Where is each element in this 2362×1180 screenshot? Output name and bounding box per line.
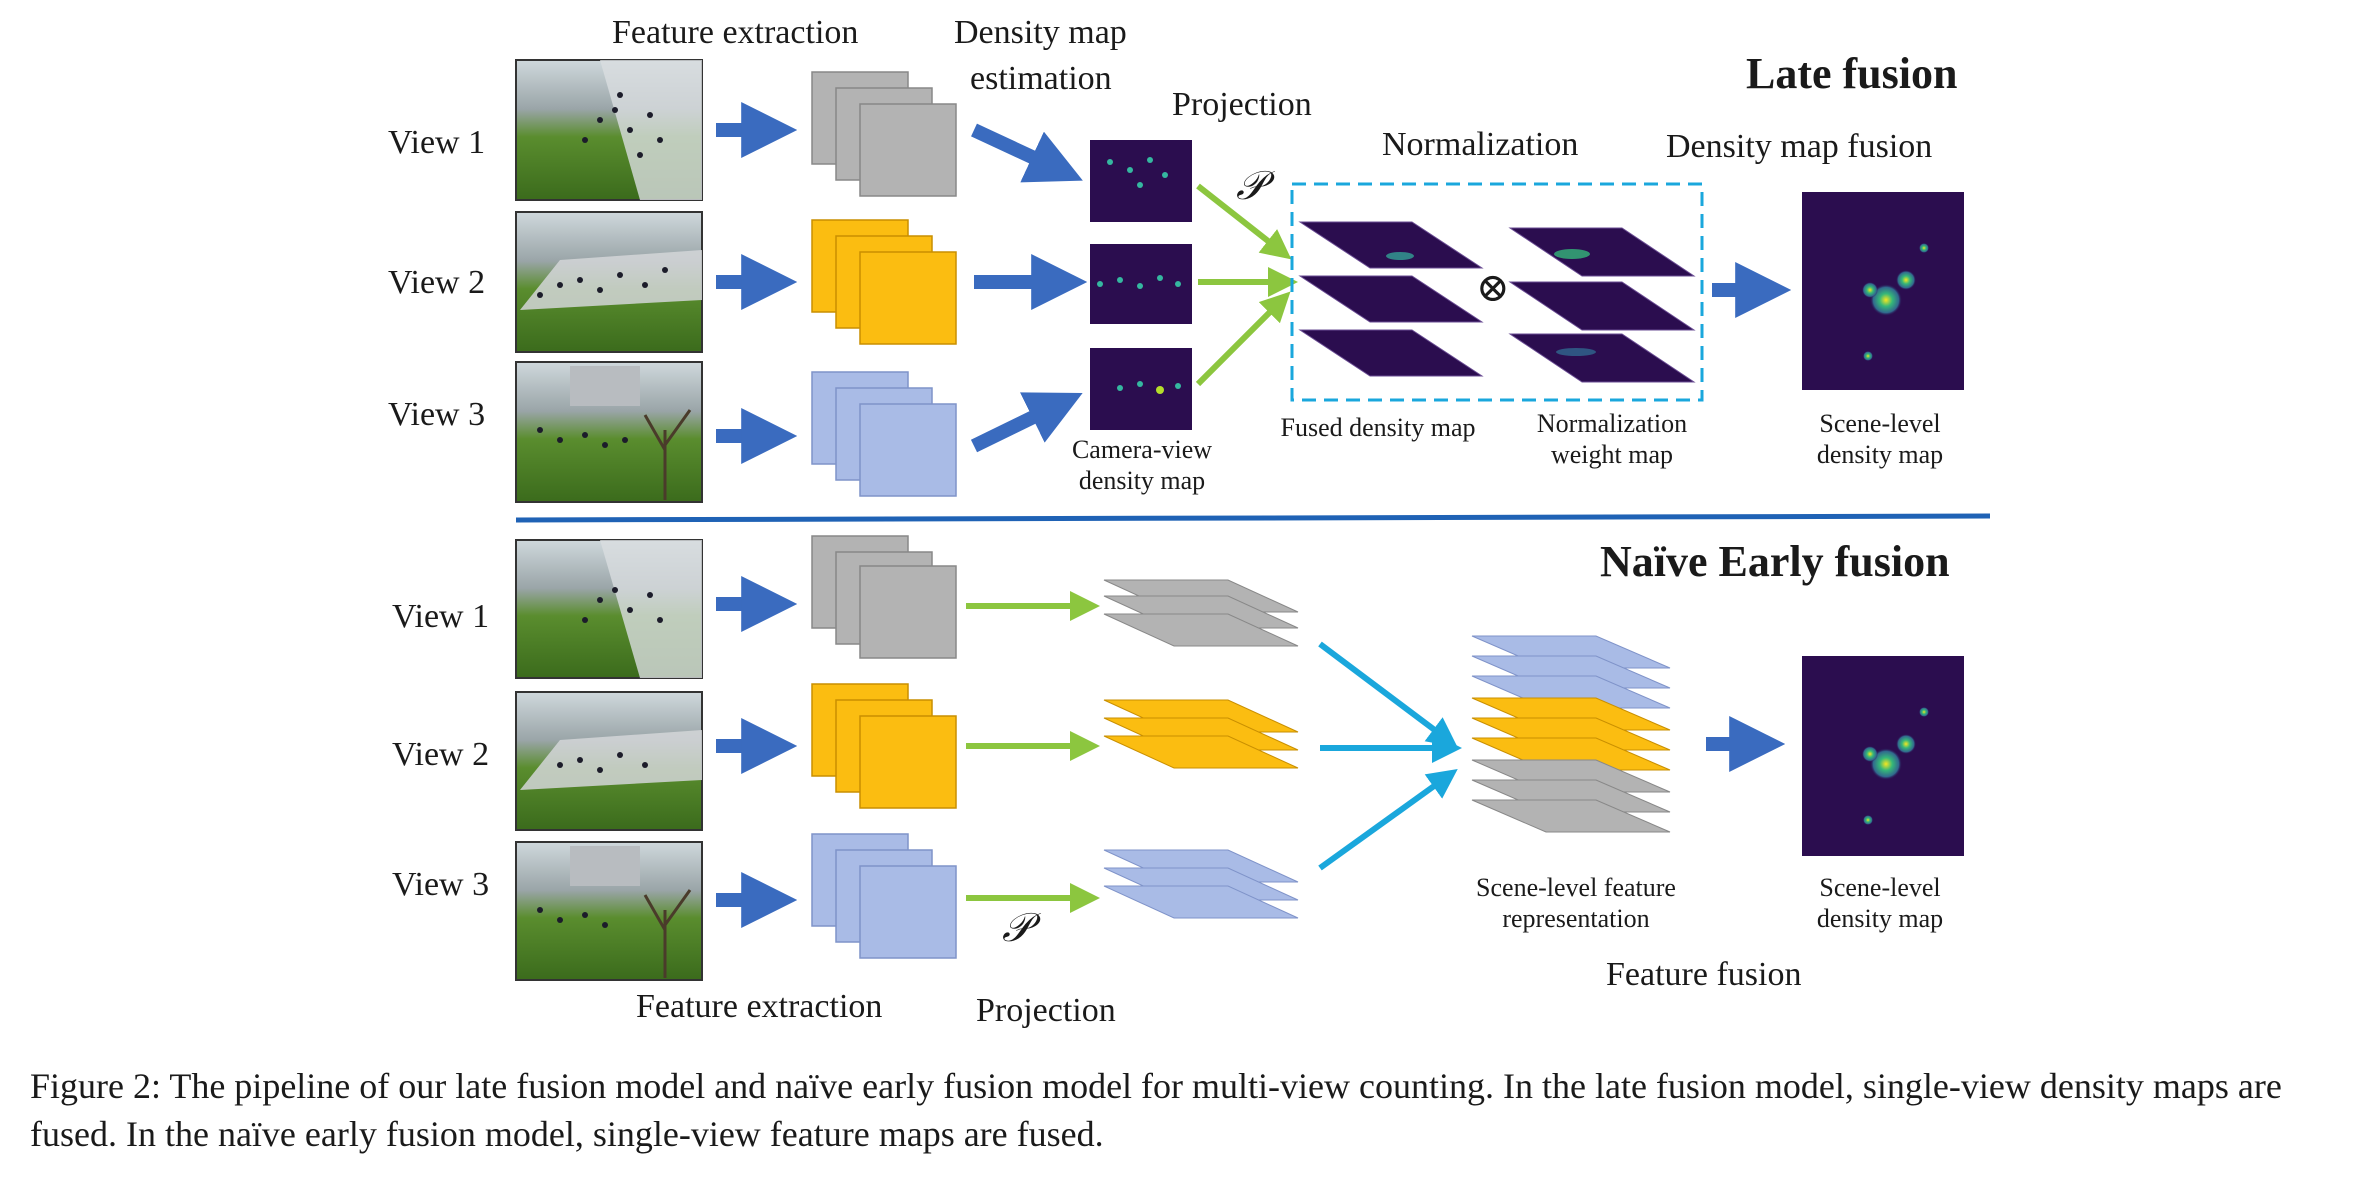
- late-view-1-photo: [515, 59, 703, 201]
- late-view-1-label: View 1: [388, 124, 486, 161]
- late-view-2-photo: [515, 211, 703, 353]
- fused-density-map: [1298, 221, 1484, 377]
- scene-level-feature-stack: [1471, 635, 1671, 833]
- normalization-label: Normalization: [1382, 126, 1579, 163]
- late-projection-symbol: 𝒫: [1236, 163, 1265, 208]
- scene-level-feature-label: Scene-level feature representation: [1436, 872, 1716, 934]
- camera-view-density-label-line-2: density map: [1078, 466, 1206, 496]
- early-fusion-title: Naïve Early fusion: [1600, 537, 1950, 586]
- early-view-2-label: View 2: [392, 736, 490, 773]
- early-view-3-photo: [515, 841, 703, 981]
- early-view-1-photo: [515, 539, 703, 679]
- late-scene-level-label-line-2: density map: [1816, 440, 1944, 470]
- normalization-weight-map-label: Normalization weight map: [1512, 408, 1712, 470]
- late-feature-stack-1: [811, 71, 957, 197]
- section-separator: [515, 513, 1991, 523]
- early-scene-level-label-line-2: density map: [1816, 904, 1944, 934]
- early-projection-label: Projection: [976, 992, 1116, 1029]
- early-feature-extraction-label: Feature extraction: [636, 988, 883, 1025]
- density-map-fusion-label: Density map fusion: [1666, 128, 1933, 165]
- early-feature-stack-1: [811, 535, 957, 659]
- camera-view-density-map-3: [1090, 348, 1192, 430]
- feature-fusion-label: Feature fusion: [1606, 956, 1802, 993]
- camera-view-density-map-1: [1090, 140, 1192, 222]
- late-projection-arrow-3: [1195, 291, 1291, 387]
- early-projection-symbol: 𝒫: [1002, 905, 1031, 950]
- normalization-weight-map-label-line-2: weight map: [1550, 440, 1674, 470]
- late-fusion-title: Late fusion: [1746, 49, 1958, 98]
- multiply-symbol: ⊗: [1476, 265, 1510, 310]
- early-fusion-arrow-3: [1318, 768, 1458, 871]
- late-arrow-density-1: [971, 123, 1083, 183]
- early-view-2-photo: [515, 691, 703, 831]
- camera-view-density-label-line-1: Camera-view: [1071, 435, 1213, 464]
- early-view-1-label: View 1: [392, 598, 490, 635]
- normalization-weight-map-label-line-1: Normalization: [1536, 409, 1688, 438]
- late-scene-level-label: Scene-level density map: [1780, 408, 1980, 470]
- early-feature-stack-2: [811, 683, 957, 809]
- normalization-box: [1290, 182, 1704, 402]
- early-scene-level-density-map: [1802, 656, 1964, 856]
- late-projection-arrow-1: [1196, 183, 1292, 260]
- figure-caption: Figure 2: The pipeline of our late fusio…: [30, 1066, 2282, 1154]
- density-map-estimation-label-2: estimation: [970, 60, 1112, 97]
- late-feature-stack-2: [811, 219, 957, 345]
- camera-view-density-map-2: [1090, 244, 1192, 324]
- late-scene-level-label-line-1: Scene-level: [1819, 409, 1941, 438]
- camera-view-density-label: Camera-view density map: [1052, 434, 1232, 496]
- scene-level-feature-label-line-1: Scene-level feature: [1476, 873, 1676, 902]
- normalization-weight-map: [1508, 227, 1696, 383]
- density-map-estimation-label-1: Density map: [954, 14, 1127, 51]
- projected-features-3: [1103, 849, 1299, 919]
- early-fusion-arrow-1: [1318, 641, 1458, 748]
- late-view-3-label: View 3: [388, 396, 486, 433]
- late-feature-stack-3: [811, 371, 957, 497]
- early-scene-level-label: Scene-level density map: [1780, 872, 1980, 934]
- late-projection-label: Projection: [1172, 86, 1312, 123]
- late-arrow-density-3: [970, 392, 1083, 453]
- projected-features-1: [1103, 579, 1299, 647]
- late-scene-level-density-map: [1802, 192, 1964, 390]
- late-view-3-photo: [515, 361, 703, 503]
- late-feature-extraction-label: Feature extraction: [612, 14, 859, 51]
- scene-level-feature-label-line-2: representation: [1502, 904, 1650, 934]
- early-feature-stack-3: [811, 833, 957, 959]
- late-view-2-label: View 2: [388, 264, 486, 301]
- fused-density-map-label: Fused density map: [1280, 413, 1476, 442]
- early-scene-level-label-line-1: Scene-level: [1819, 873, 1941, 902]
- early-view-3-label: View 3: [392, 866, 490, 903]
- projected-features-2: [1103, 699, 1299, 769]
